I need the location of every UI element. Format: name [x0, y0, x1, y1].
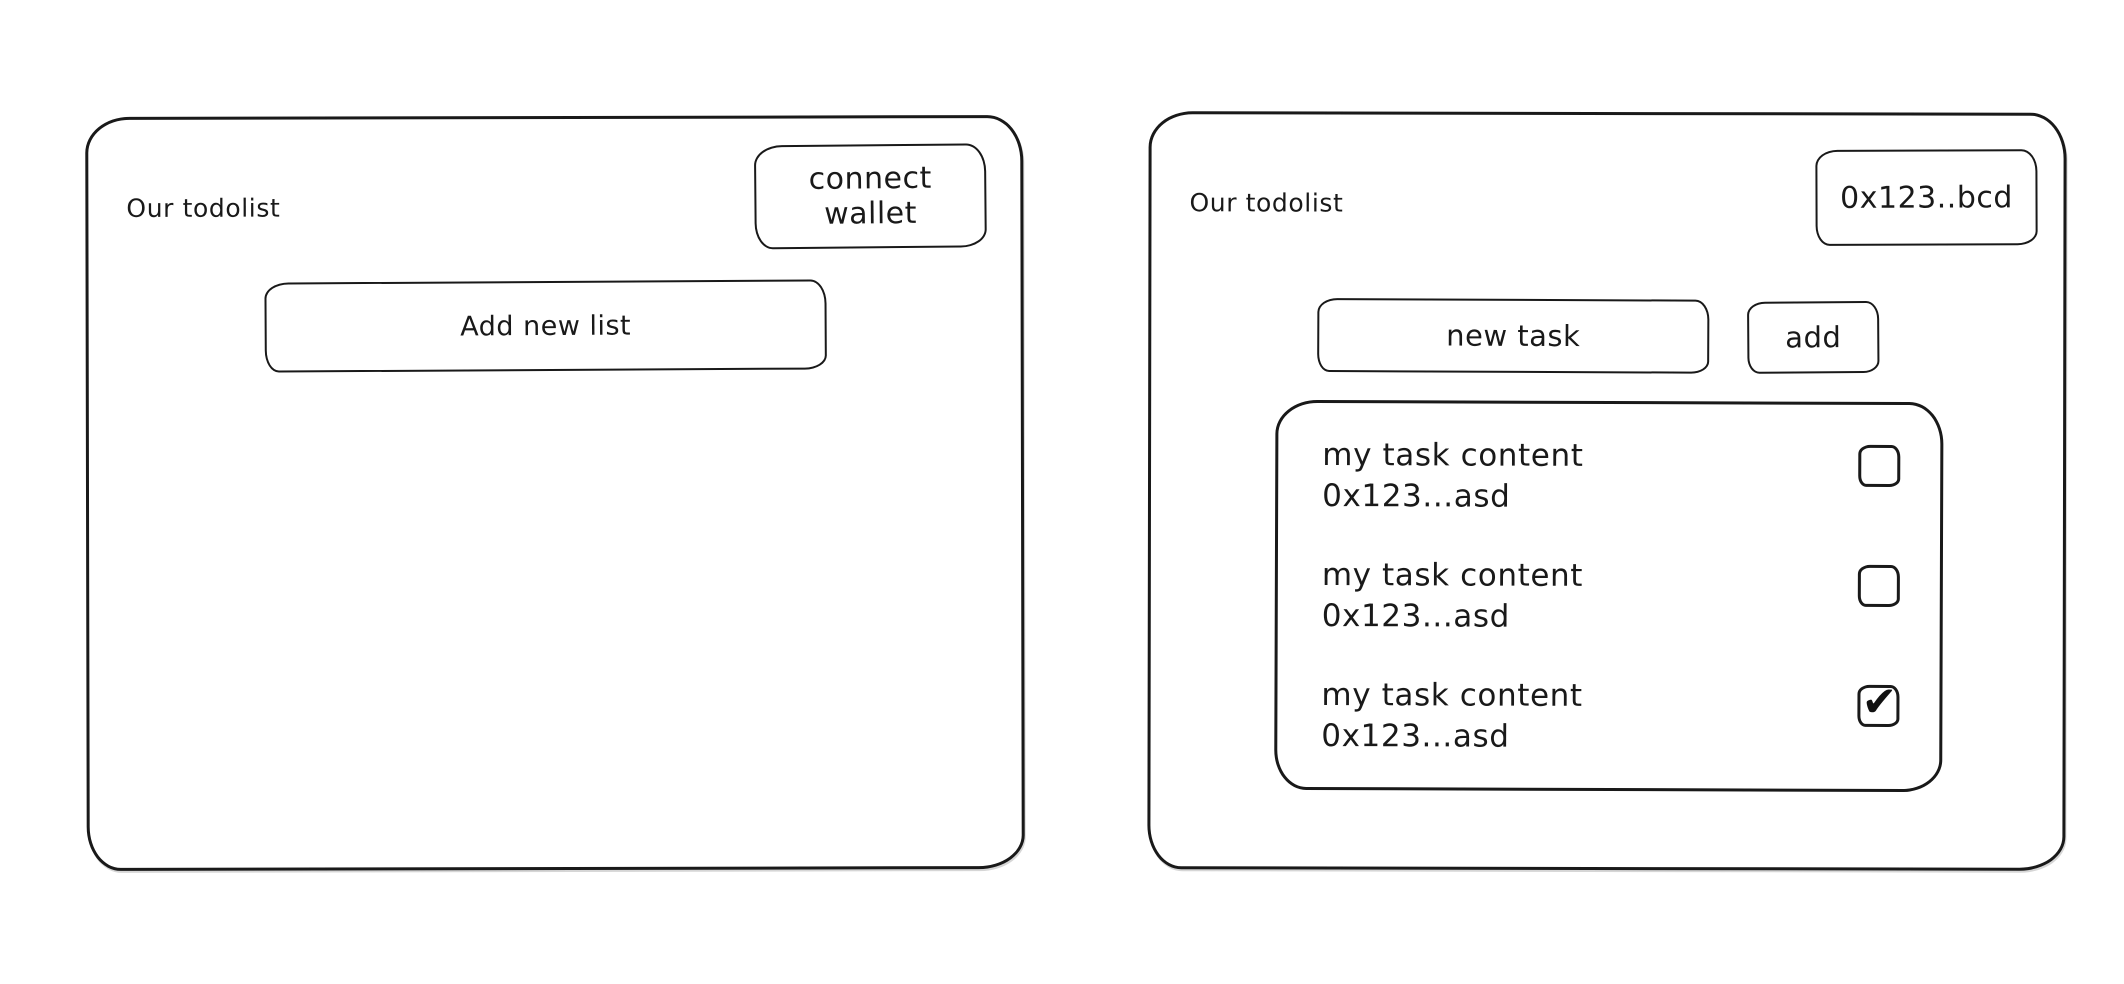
wallet-address-button[interactable]: 0x123..bcd	[1815, 149, 2038, 246]
task-checkbox[interactable]: ✔	[1857, 677, 1900, 728]
wallet-disconnected-screen: Our todolist connect wallet Add new list	[85, 115, 1025, 871]
task-checkbox[interactable]	[1857, 564, 1900, 608]
connect-wallet-button[interactable]: connect wallet	[753, 143, 987, 250]
task-list: my task content 0x123...asd my task cont…	[1274, 399, 1944, 793]
task-text: my task content 0x123...asd	[1322, 435, 1583, 518]
page-title: Our todolist	[126, 193, 281, 223]
new-task-input[interactable]	[1317, 297, 1710, 374]
task-address: 0x123...asd	[1322, 477, 1511, 515]
add-new-list-label: Add new list	[460, 310, 632, 342]
add-new-list-button[interactable]: Add new list	[264, 279, 827, 373]
wallet-connected-screen: Our todolist 0x123..bcd add my task cont…	[1147, 111, 2067, 871]
task-item: my task content 0x123...asd	[1322, 555, 1900, 639]
check-icon: ✔	[1861, 677, 1898, 727]
task-content: my task content	[1321, 557, 1584, 595]
page-title: Our todolist	[1189, 188, 1344, 218]
connect-wallet-label: connect wallet	[808, 160, 932, 232]
task-address: 0x123...asd	[1321, 718, 1510, 755]
add-task-label: add	[1785, 320, 1842, 355]
add-task-button[interactable]: add	[1747, 300, 1880, 374]
task-content: my task content	[1321, 677, 1583, 715]
task-text: my task content 0x123...asd	[1321, 675, 1582, 758]
task-address: 0x123...asd	[1321, 598, 1511, 635]
task-text: my task content 0x123...asd	[1322, 555, 1583, 638]
task-item: my task content 0x123...asd ✔	[1321, 675, 1900, 759]
task-checkbox[interactable]	[1858, 444, 1901, 488]
wallet-address-label: 0x123..bcd	[1840, 179, 2013, 216]
task-content: my task content	[1322, 437, 1584, 474]
task-item: my task content 0x123...asd	[1322, 435, 1901, 519]
